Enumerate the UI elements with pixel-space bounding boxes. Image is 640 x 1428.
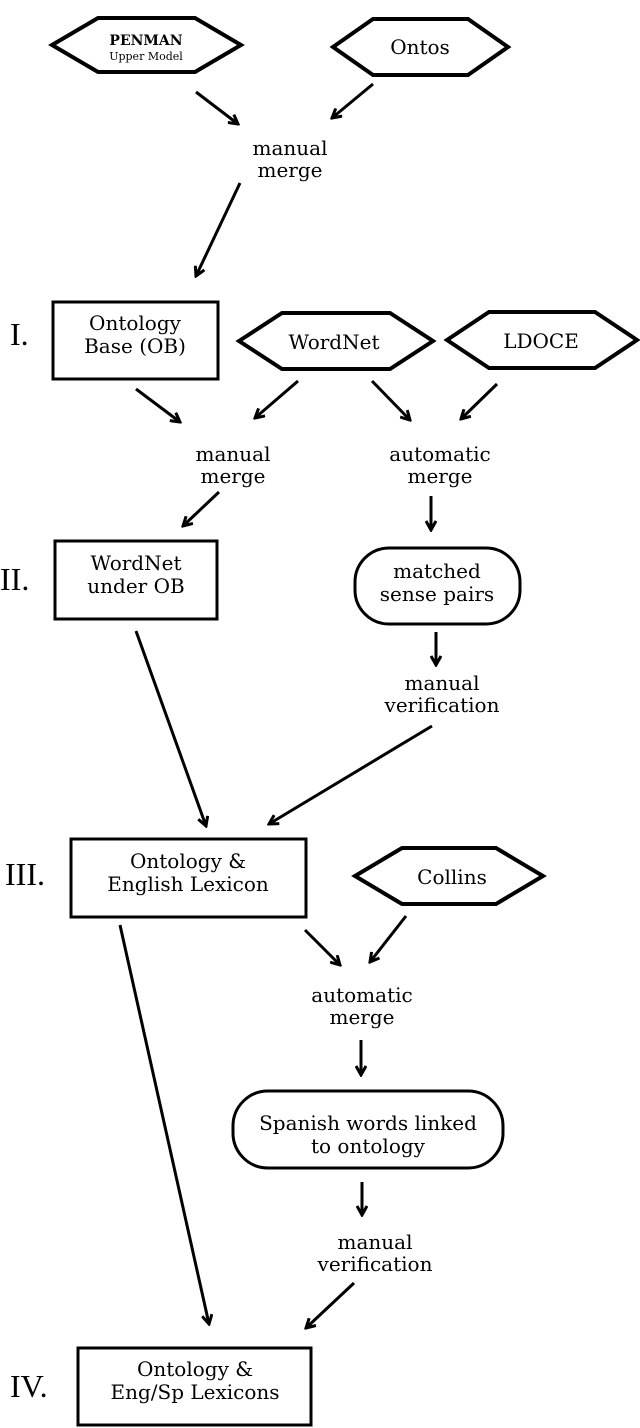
upper-model-label: Upper Model [109, 50, 183, 63]
matched-sense-pairs-line1: matched [393, 559, 481, 583]
arrow-ontos-to-merge [332, 82, 374, 118]
wordnet-under-ob-line2: under OB [87, 574, 184, 598]
manual-verification-2-line2: verification [317, 1252, 433, 1276]
arrow-ldoce-to-automatic-merge [461, 382, 499, 419]
ldoce-node: LDOCE [443, 310, 640, 370]
automatic-merge-1-line1: automatic [389, 442, 490, 466]
arrow-merge-to-ob [196, 182, 242, 276]
manual-verification-1-line2: verification [384, 693, 500, 717]
final-lexicons-line1: Ontology & [137, 1357, 253, 1381]
penman-label: PENMAN [109, 33, 182, 49]
automatic-merge-1-line2: merge [408, 464, 473, 488]
ontology-english-lexicon-node: Ontology & English Lexicon [69, 837, 308, 919]
wordnet-node: WordNet [235, 311, 437, 371]
manual-verification-1-line1: manual [405, 671, 480, 695]
ontology-base-line2: Base (OB) [84, 334, 186, 358]
ontos-label: Ontos [390, 35, 450, 59]
collins-label: Collins [417, 865, 487, 889]
manual-merge-1-line2: merge [258, 158, 323, 182]
penman-upper-model-node: PENMAN Upper Model [48, 16, 245, 74]
wordnet-under-ob-node: WordNet under OB [53, 539, 219, 621]
ontology-base-line1: Ontology [89, 311, 182, 335]
ontos-node: Ontos [329, 17, 512, 77]
arrow-penman-to-merge [195, 90, 238, 124]
automatic-merge-2-line1: automatic [311, 983, 412, 1007]
stage-label-3: III. [5, 856, 45, 892]
arrow-verification-to-lexicon [269, 724, 433, 824]
spanish-words-line1: Spanish words linked [259, 1111, 477, 1135]
arrow-ob-to-manual-merge [135, 387, 180, 422]
arrow-manual-merge-to-wordnet-under-ob [183, 490, 221, 526]
manual-verification-2-line1: manual [338, 1230, 413, 1254]
ldoce-label: LDOCE [503, 329, 579, 353]
manual-merge-1-line1: manual [253, 136, 328, 160]
matched-sense-pairs-node: matched sense pairs [353, 546, 522, 626]
spanish-words-line2: to ontology [311, 1134, 426, 1158]
final-lexicons-line2: Eng/Sp Lexicons [110, 1380, 279, 1404]
arrow-verification-to-final [306, 1281, 356, 1328]
stage-label-1: I. [10, 316, 29, 352]
matched-sense-pairs-line2: sense pairs [380, 582, 494, 606]
arrow-wordnet-to-automatic-merge [370, 379, 410, 420]
arrow-wordnet-under-ob-to-lexicon [134, 630, 206, 826]
ontology-english-lexicon-line1: Ontology & [130, 849, 246, 873]
spanish-words-linked-node: Spanish words linked to ontology [231, 1089, 505, 1170]
ontology-english-lexicon-line2: English Lexicon [107, 872, 269, 896]
arrow-lexicon-to-final [118, 924, 209, 1324]
ontology-eng-sp-lexicons-node: Ontology & Eng/Sp Lexicons [76, 1346, 313, 1427]
stage-label-4: IV. [10, 1368, 48, 1404]
wordnet-under-ob-line1: WordNet [91, 551, 182, 575]
wordnet-label: WordNet [289, 330, 380, 354]
ontology-base-node: Ontology Base (OB) [51, 300, 220, 381]
collins-node: Collins [351, 846, 547, 906]
stage-label-2: II. [0, 561, 29, 597]
arrow-collins-to-automatic-merge [370, 915, 408, 962]
arrow-wordnet-to-manual-merge [255, 379, 299, 418]
manual-merge-2-line1: manual [196, 442, 271, 466]
arrow-lexicon-to-automatic-merge [303, 928, 340, 965]
manual-merge-2-line2: merge [201, 464, 266, 488]
automatic-merge-2-line2: merge [330, 1005, 395, 1029]
